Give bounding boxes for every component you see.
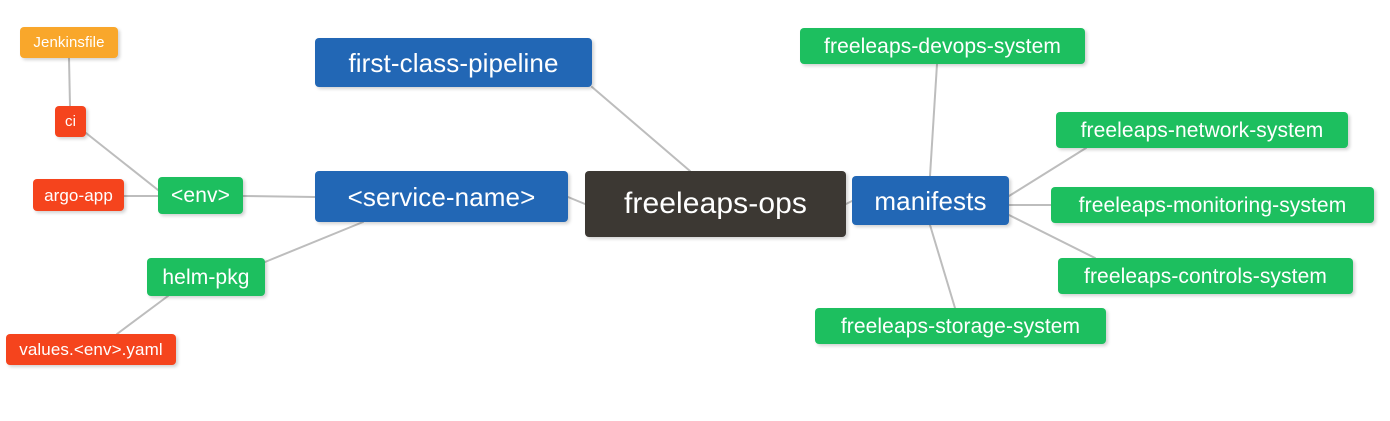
- edge-service-name-to-helm-pkg: [264, 221, 364, 263]
- mindmap-node-helm-pkg[interactable]: helm-pkg: [147, 258, 265, 296]
- mindmap-node-label: argo-app: [44, 185, 113, 205]
- mindmap-node-ci[interactable]: ci: [55, 106, 86, 137]
- mindmap-node-storage-system[interactable]: freeleaps-storage-system: [815, 308, 1106, 344]
- edge-service-name-to-env: [242, 195, 316, 198]
- mindmap-node-label: ci: [64, 113, 77, 130]
- mindmap-node-label: Jenkinsfile: [33, 34, 105, 51]
- mindmap-node-label: values.<env>.yaml: [19, 340, 163, 359]
- edge-helm-pkg-to-values-yaml: [116, 295, 169, 335]
- mindmap-node-manifests[interactable]: manifests: [852, 176, 1009, 225]
- mindmap-node-label: freeleaps-network-system: [1080, 118, 1324, 142]
- mindmap-node-monitoring-system[interactable]: freeleaps-monitoring-system: [1051, 187, 1374, 223]
- mindmap-node-controls-system[interactable]: freeleaps-controls-system: [1058, 258, 1353, 294]
- mindmap-node-label: manifests: [874, 185, 987, 216]
- mindmap-node-service-name[interactable]: <service-name>: [315, 171, 568, 222]
- mindmap-node-jenkinsfile[interactable]: Jenkinsfile: [20, 27, 118, 58]
- edge-ci-to-jenkinsfile: [68, 57, 71, 107]
- mindmap-node-argo-app[interactable]: argo-app: [33, 179, 124, 211]
- mindmap-node-label: freeleaps-monitoring-system: [1078, 193, 1347, 217]
- mindmap-node-network-system[interactable]: freeleaps-network-system: [1056, 112, 1348, 148]
- edge-manifests-to-devops-system: [929, 63, 938, 177]
- mindmap-node-label: freeleaps-storage-system: [840, 314, 1081, 338]
- mindmap-node-label: <env>: [171, 184, 230, 207]
- mindmap-node-label: freeleaps-controls-system: [1084, 264, 1327, 288]
- mindmap-node-root[interactable]: freeleaps-ops: [585, 171, 846, 237]
- mindmap-node-first-class-pipeline[interactable]: first-class-pipeline: [315, 38, 592, 87]
- edge-manifests-to-storage-system: [929, 224, 956, 309]
- mindmap-node-label: helm-pkg: [162, 265, 250, 289]
- mindmap-node-label: freeleaps-ops: [623, 187, 808, 220]
- mindmap-node-label: first-class-pipeline: [348, 47, 559, 78]
- mindmap-node-label: <service-name>: [347, 181, 536, 212]
- mindmap-node-devops-system[interactable]: freeleaps-devops-system: [800, 28, 1085, 64]
- mindmap-node-label: freeleaps-devops-system: [824, 34, 1061, 58]
- mindmap-node-values-yaml[interactable]: values.<env>.yaml: [6, 334, 176, 365]
- edge-root-to-service-name: [567, 196, 586, 205]
- mindmap-node-env[interactable]: <env>: [158, 177, 243, 214]
- edge-root-to-first-class-pipeline: [591, 86, 691, 172]
